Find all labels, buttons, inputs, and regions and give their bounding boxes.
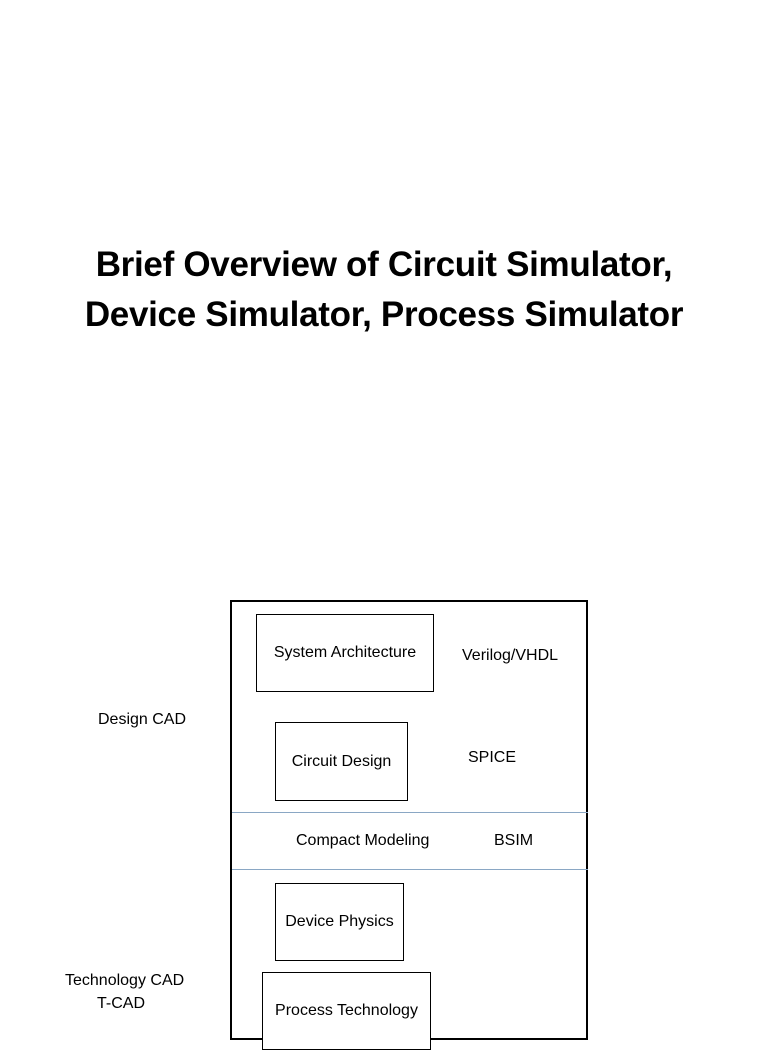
circuit-design-box: Circuit Design (275, 722, 408, 801)
divider-top (232, 812, 588, 813)
device-physics-box: Device Physics (275, 883, 404, 961)
circuit-design-label: Circuit Design (291, 752, 392, 770)
design-cad-label: Design CAD (98, 711, 187, 728)
device-physics-label: Device Physics (285, 913, 394, 930)
title-line-2: Device Simulator, Process Simulator (84, 295, 684, 334)
system-architecture-label: System Architecture (273, 644, 417, 661)
technology-cad-label: Technology CAD (65, 972, 185, 989)
process-technology-box: Process Technology (262, 972, 431, 1050)
spice-label: SPICE (468, 749, 517, 766)
process-technology-label: Process Technology (275, 1002, 418, 1019)
title-line-1: Brief Overview of Circuit Simulator, (95, 245, 673, 284)
bsim-label: BSIM (494, 832, 534, 849)
divider-bottom (232, 869, 588, 870)
verilog-vhdl-label: Verilog/VHDL (462, 647, 559, 664)
page-title: Brief Overview of Circuit Simulator, Dev… (0, 240, 768, 340)
system-architecture-box: System Architecture (256, 614, 434, 692)
tcad-label: T-CAD (97, 995, 145, 1012)
compact-modeling-label: Compact Modeling (296, 832, 430, 849)
